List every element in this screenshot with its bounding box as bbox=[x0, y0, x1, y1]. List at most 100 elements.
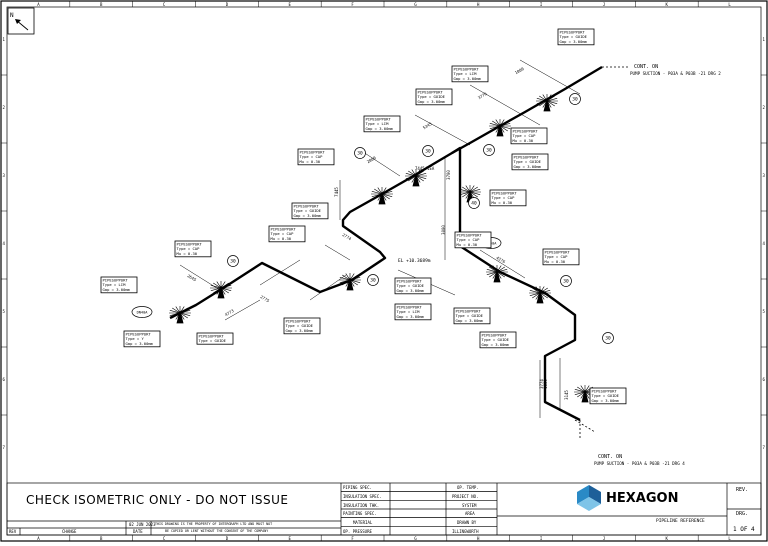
grid-col-label: A bbox=[37, 2, 40, 7]
grid-col-label: J bbox=[603, 536, 605, 541]
cont-bottom-ref: PUMP SUCTION - P03A & P03B -21 DRG 4 bbox=[594, 461, 685, 466]
copyright-line-1: THIS DRAWING IS THE PROPERTY OF INTERGRA… bbox=[155, 522, 273, 526]
support-label-line: PIPESUPPORT bbox=[103, 278, 129, 283]
field-drawn-by-name: ILLINGWORTH bbox=[452, 528, 479, 534]
grid-col-label: A bbox=[37, 536, 40, 541]
north-arrow: N bbox=[7, 7, 35, 35]
grid-col-label: C bbox=[163, 536, 166, 541]
bubble-label: 30 bbox=[357, 151, 363, 157]
bubble-marker: 30 bbox=[354, 147, 366, 159]
bubble-marker: 30 bbox=[569, 93, 581, 105]
field-project-no: PROJECT NO. bbox=[452, 494, 479, 499]
grid-col-label: B bbox=[100, 536, 103, 541]
support-label-line: Gap = 3.00mm bbox=[456, 318, 484, 323]
bubble-label: DN40A bbox=[486, 242, 498, 246]
support-label-line: Type = GUIDE bbox=[592, 393, 620, 398]
support-label-line: Mu = 0.30 bbox=[271, 236, 292, 241]
col-change: CHANGE bbox=[62, 529, 77, 534]
grid-col-label: F bbox=[351, 2, 354, 7]
support-symbol bbox=[529, 286, 551, 304]
support-label-line: Type = Y bbox=[126, 336, 145, 341]
dimension-value: 3000 bbox=[441, 225, 446, 235]
support-symbol bbox=[459, 185, 481, 203]
bubble-marker: 30 bbox=[483, 144, 495, 156]
dimension-values: 1000377653452800370030002774277526454773… bbox=[186, 66, 569, 400]
support-label-line: Type = GUIDE bbox=[286, 323, 314, 328]
support-symbol bbox=[536, 94, 558, 112]
support-label-line: Gap = 3.00mm bbox=[286, 328, 314, 333]
support-label-line: Mu = 0.30 bbox=[457, 242, 478, 247]
support-label-line: PIPESUPPORT bbox=[482, 333, 508, 338]
support-label-line: PIPESUPPORT bbox=[560, 30, 586, 35]
support-label-line: Gap = 3.00mm bbox=[454, 76, 482, 81]
field-insulation-thk: INSULATION THK. bbox=[343, 502, 380, 508]
bubble-marker: 30 bbox=[560, 275, 572, 287]
support-label-line: Gap = 3.00mm bbox=[592, 398, 620, 403]
bubble-label: 30 bbox=[572, 97, 578, 103]
support-label-line: Type = GUIDE bbox=[418, 94, 446, 99]
dimension-value: 3700 bbox=[446, 170, 451, 180]
support-symbol bbox=[169, 306, 191, 324]
support-label-line: Mu = 0.30 bbox=[300, 159, 321, 164]
check-isometric-warning: CHECK ISOMETRIC ONLY - DO NOT ISSUE bbox=[26, 493, 289, 507]
grid-row-label: 5 bbox=[763, 309, 766, 314]
dimension-value: 2800 bbox=[366, 155, 377, 164]
cont-top-label: CONT. ON bbox=[634, 64, 658, 70]
pipeline-reference-label: PIPELINE REFERENCE bbox=[656, 519, 705, 524]
dimension-value: 2774 bbox=[341, 232, 352, 241]
support-label-line: PIPESUPPORT bbox=[492, 191, 518, 196]
cont-top-ref: PUMP SUCTION - P03A & P03B -21 DRG 2 bbox=[630, 71, 721, 76]
support-label-line: Mu = 0.30 bbox=[513, 138, 534, 143]
support-label-line: PIPESUPPORT bbox=[366, 117, 392, 122]
support-label-line: Type = GUIDE bbox=[560, 34, 588, 39]
cont-bottom-label: CONT. ON bbox=[598, 454, 622, 460]
grid-row-label: 6 bbox=[3, 377, 6, 382]
support-label-line: Gap = 3.00mm bbox=[103, 287, 131, 292]
support-label-line: Gap = 3.00mm bbox=[294, 213, 322, 218]
sheet-number: 1 OF 4 bbox=[733, 526, 755, 533]
support-label-line: PIPESUPPORT bbox=[592, 389, 618, 394]
support-label-line: PIPESUPPORT bbox=[126, 332, 152, 337]
field-piping-spec: PIPING SPEC. bbox=[343, 485, 372, 490]
bubble-label: DN40A bbox=[137, 311, 149, 315]
support-label-line: Gap = 3.00mm bbox=[560, 39, 588, 44]
support-label-line: Gap = 3.00mm bbox=[126, 341, 154, 346]
bubble-label: 30 bbox=[486, 148, 492, 154]
support-label-line: Gap = 3.00mm bbox=[482, 342, 510, 347]
grid-col-label: K bbox=[666, 536, 669, 541]
support-label-line: PIPESUPPORT bbox=[294, 204, 320, 209]
grid-col-label: I bbox=[540, 2, 543, 7]
grid-col-label: D bbox=[226, 2, 229, 7]
grid-row-label: 3 bbox=[763, 173, 766, 178]
grid-col-label: C bbox=[163, 2, 166, 7]
field-system: SYSTEM bbox=[462, 502, 477, 508]
support-label-line: PIPESUPPORT bbox=[300, 150, 326, 155]
grid-col-label: E bbox=[289, 536, 292, 541]
support-symbol bbox=[371, 187, 393, 205]
dimension-lines bbox=[179, 59, 581, 418]
bubble-marker: 30 bbox=[367, 274, 379, 286]
support-symbol bbox=[405, 169, 427, 187]
grid-row-label: 2 bbox=[3, 105, 6, 110]
grid-row-label: 2 bbox=[763, 105, 766, 110]
support-label-line: Type = LIM bbox=[103, 282, 127, 287]
support-label-line: PIPESUPPORT bbox=[454, 67, 480, 72]
north-label: N bbox=[10, 12, 14, 19]
col-date: DATE bbox=[133, 529, 143, 534]
dimension-value: 2775 bbox=[259, 294, 270, 303]
support-label-line: PIPESUPPORT bbox=[457, 233, 483, 238]
dimension-value: 3774 bbox=[539, 379, 544, 389]
